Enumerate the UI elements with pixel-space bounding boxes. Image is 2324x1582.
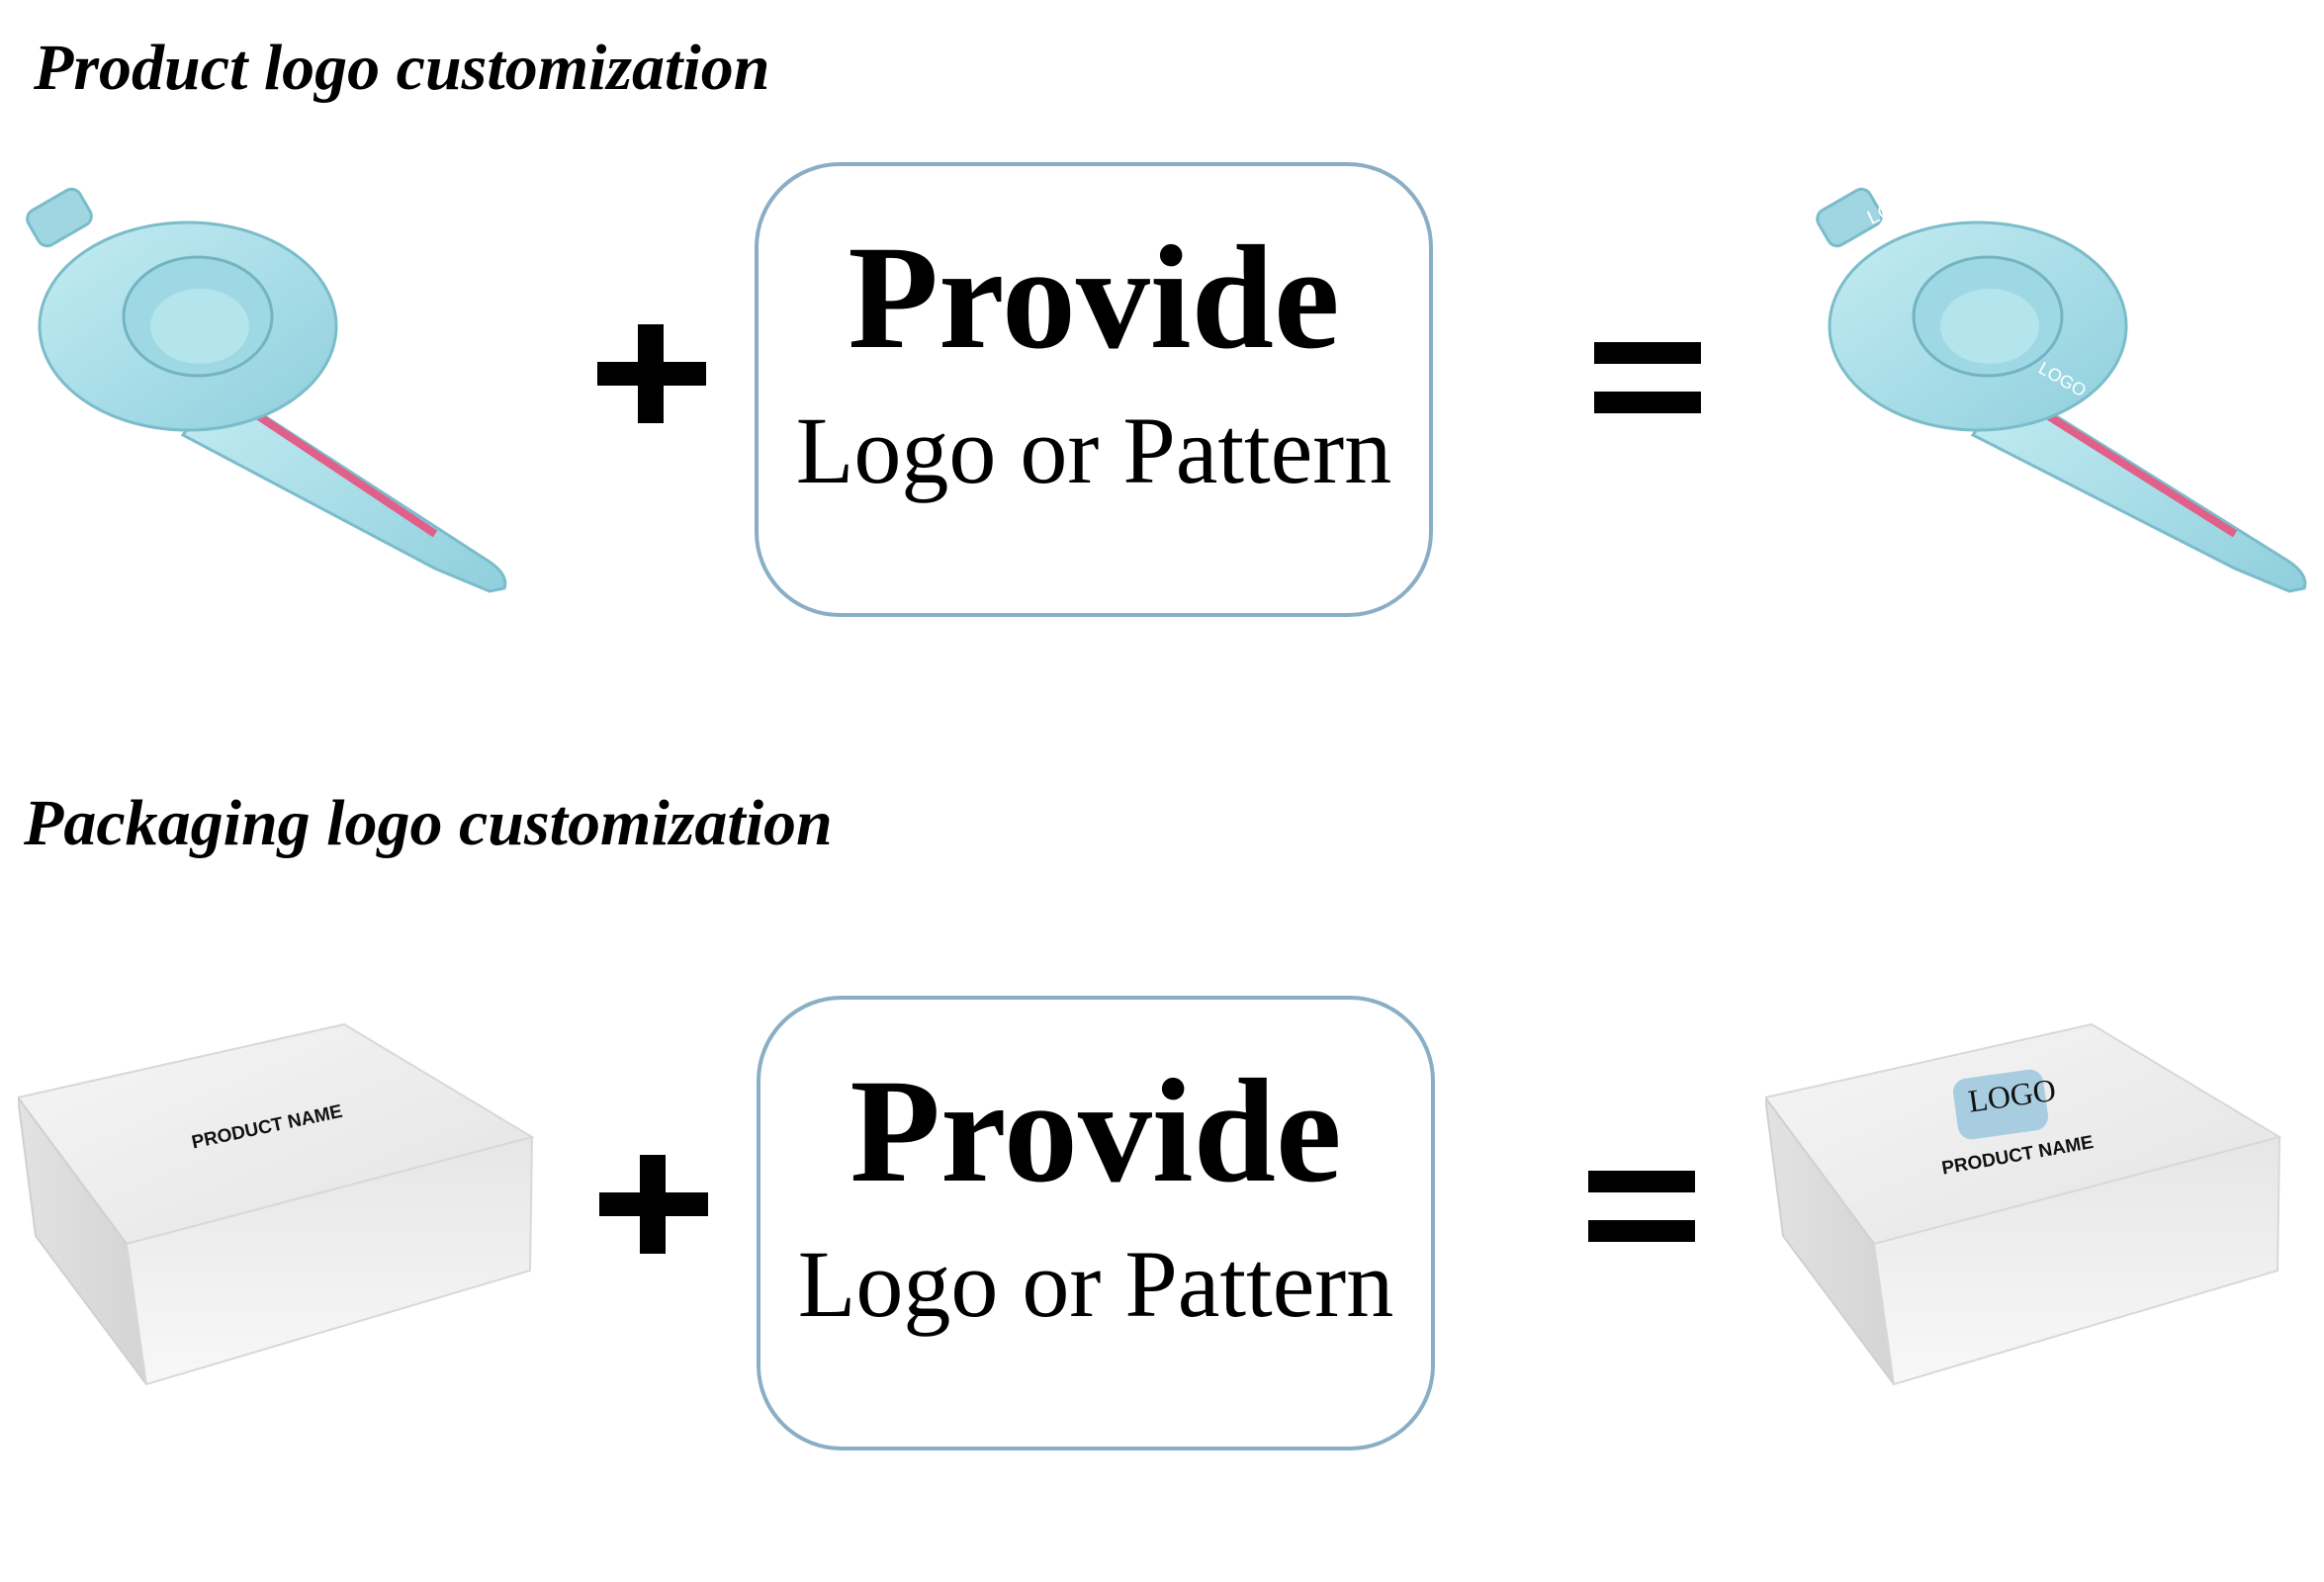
plus-sign-icon xyxy=(599,1155,708,1254)
provide-subtext: Logo or Pattern xyxy=(797,1231,1394,1337)
lemon-squeezer-logo-image xyxy=(1810,178,2314,603)
white-box-image xyxy=(18,1018,537,1394)
section-title-packaging: Packaging logo customization xyxy=(24,787,833,859)
equals-sign-icon xyxy=(1594,342,1701,413)
plus-sign-icon xyxy=(597,324,706,423)
lemon-squeezer-image xyxy=(20,178,514,603)
provide-subtext: Logo or Pattern xyxy=(795,397,1392,503)
provide-heading: Provide xyxy=(849,1049,1342,1213)
provide-logo-box: Provide Logo or Pattern xyxy=(755,162,1433,617)
provide-logo-box: Provide Logo or Pattern xyxy=(757,996,1435,1450)
equals-sign-icon xyxy=(1588,1171,1695,1242)
white-box-logo-image xyxy=(1765,1018,2284,1394)
section-title-product: Product logo customization xyxy=(34,32,770,104)
provide-heading: Provide xyxy=(848,216,1340,380)
